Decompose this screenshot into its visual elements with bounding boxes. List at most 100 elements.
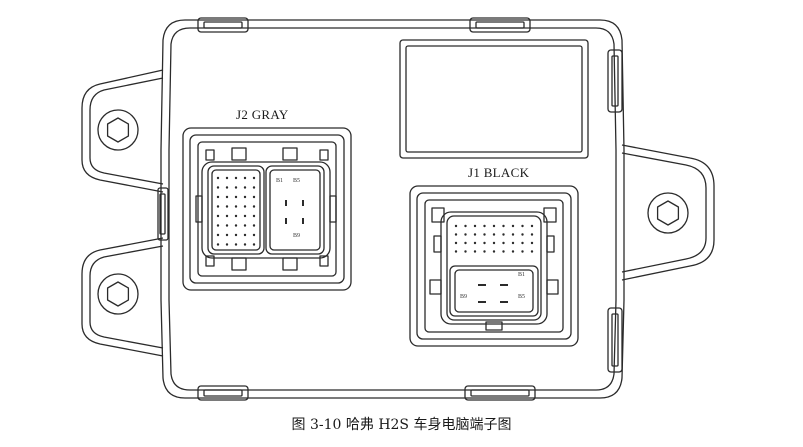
j2-connector bbox=[182, 127, 352, 291]
pin-dot bbox=[234, 214, 238, 218]
pin-dot bbox=[521, 224, 524, 228]
housing-outer bbox=[160, 19, 625, 399]
pin-dot bbox=[225, 224, 229, 227]
pin-dot bbox=[521, 241, 524, 245]
pin-dot bbox=[216, 176, 220, 180]
pin-dot bbox=[454, 224, 458, 228]
pin-dot bbox=[243, 243, 247, 246]
pin-dot bbox=[252, 243, 256, 246]
pin-dot bbox=[492, 224, 496, 228]
pin-dot bbox=[225, 186, 229, 189]
pin-dot bbox=[502, 241, 505, 245]
pin-dot bbox=[243, 205, 247, 208]
housing-inner bbox=[168, 27, 617, 391]
pin-dot bbox=[502, 250, 505, 253]
left-clip bbox=[157, 187, 169, 241]
pin-dot bbox=[530, 241, 534, 245]
figure-caption: 图 3-10 哈弗 H2S 车身电脑端子图 bbox=[291, 417, 512, 433]
pin-dot bbox=[483, 241, 486, 245]
j1-connector-label: J1 BLACK bbox=[468, 165, 530, 180]
pin-dot bbox=[464, 224, 467, 228]
pin-dot bbox=[454, 250, 458, 253]
j2-connector-label: J2 GRAY bbox=[236, 107, 289, 122]
j2-pin-b9-label: B9 bbox=[293, 233, 301, 239]
pin-dot bbox=[454, 233, 458, 236]
pin-dot bbox=[243, 176, 247, 180]
pin-dot bbox=[234, 233, 238, 237]
bottom-clip-right bbox=[464, 385, 536, 401]
j1-pin-b1-label: B1 bbox=[518, 272, 526, 278]
pin-dot bbox=[225, 176, 229, 180]
pin-dot bbox=[502, 224, 505, 228]
pin-dot bbox=[243, 195, 247, 199]
pin-dot bbox=[511, 224, 515, 228]
right-mount bbox=[621, 144, 715, 281]
pin-dot bbox=[252, 195, 256, 199]
top-clip-right bbox=[469, 17, 531, 33]
pin-dot bbox=[216, 205, 220, 208]
j2-pin-matrix bbox=[216, 176, 256, 246]
pin-dot bbox=[252, 205, 256, 208]
pin-dot bbox=[521, 250, 524, 253]
label-window-inner bbox=[405, 45, 583, 153]
j1-pin-b9-label: B9 bbox=[460, 294, 468, 300]
j2-pin-b1-label: B1 bbox=[276, 178, 284, 184]
pin-dot bbox=[225, 233, 229, 237]
pin-dot bbox=[216, 186, 220, 189]
pin-dot bbox=[234, 224, 238, 227]
pin-dot bbox=[216, 243, 220, 246]
bottom-clip-left bbox=[197, 385, 249, 401]
pin-dot bbox=[492, 233, 496, 236]
pin-dot bbox=[252, 214, 256, 218]
pin-dot bbox=[225, 214, 229, 218]
left-lower-mount bbox=[81, 237, 164, 357]
pin-dot bbox=[473, 250, 477, 253]
pin-dot bbox=[530, 233, 534, 236]
pin-dot bbox=[492, 250, 496, 253]
pin-dot bbox=[234, 243, 238, 246]
pin-dot bbox=[243, 224, 247, 227]
pin-dot bbox=[252, 176, 256, 180]
pin-dot bbox=[216, 195, 220, 199]
pin-dot bbox=[225, 195, 229, 199]
pin-dot bbox=[454, 241, 458, 245]
pin-dot bbox=[464, 250, 467, 253]
pin-dot bbox=[252, 186, 256, 189]
pin-dot bbox=[473, 224, 477, 228]
pin-dot bbox=[225, 205, 229, 208]
pin-dot bbox=[473, 241, 477, 245]
pin-dot bbox=[216, 233, 220, 237]
pin-dot bbox=[483, 233, 486, 236]
pin-dot bbox=[473, 233, 477, 236]
j2-pin-b5-label: B5 bbox=[293, 178, 301, 184]
pin-dot bbox=[511, 241, 515, 245]
pin-dot bbox=[252, 233, 256, 237]
pin-dot bbox=[243, 233, 247, 237]
pin-dot bbox=[492, 241, 496, 245]
pin-dot bbox=[530, 224, 534, 228]
pin-dot bbox=[483, 224, 486, 228]
pin-dot bbox=[243, 214, 247, 218]
pin-dot bbox=[234, 186, 238, 189]
pin-dot bbox=[502, 233, 505, 236]
left-upper-mount bbox=[81, 69, 164, 193]
pin-dot bbox=[234, 205, 238, 208]
pin-dot bbox=[511, 233, 515, 236]
right-clip-top bbox=[607, 49, 623, 113]
pin-dot bbox=[252, 224, 256, 227]
top-clip-left bbox=[197, 17, 249, 33]
j1-connector bbox=[409, 185, 579, 347]
pin-dot bbox=[216, 214, 220, 218]
pin-dot bbox=[464, 233, 467, 236]
j1-pin-matrix bbox=[454, 224, 534, 253]
pin-dot bbox=[521, 233, 524, 236]
label-window-outer bbox=[399, 39, 589, 159]
pin-dot bbox=[243, 186, 247, 189]
pin-dot bbox=[483, 250, 486, 253]
pin-dot bbox=[234, 195, 238, 199]
pin-dot bbox=[216, 224, 220, 227]
pin-dot bbox=[234, 176, 238, 180]
j1-pin-b5-label: B5 bbox=[518, 294, 526, 300]
